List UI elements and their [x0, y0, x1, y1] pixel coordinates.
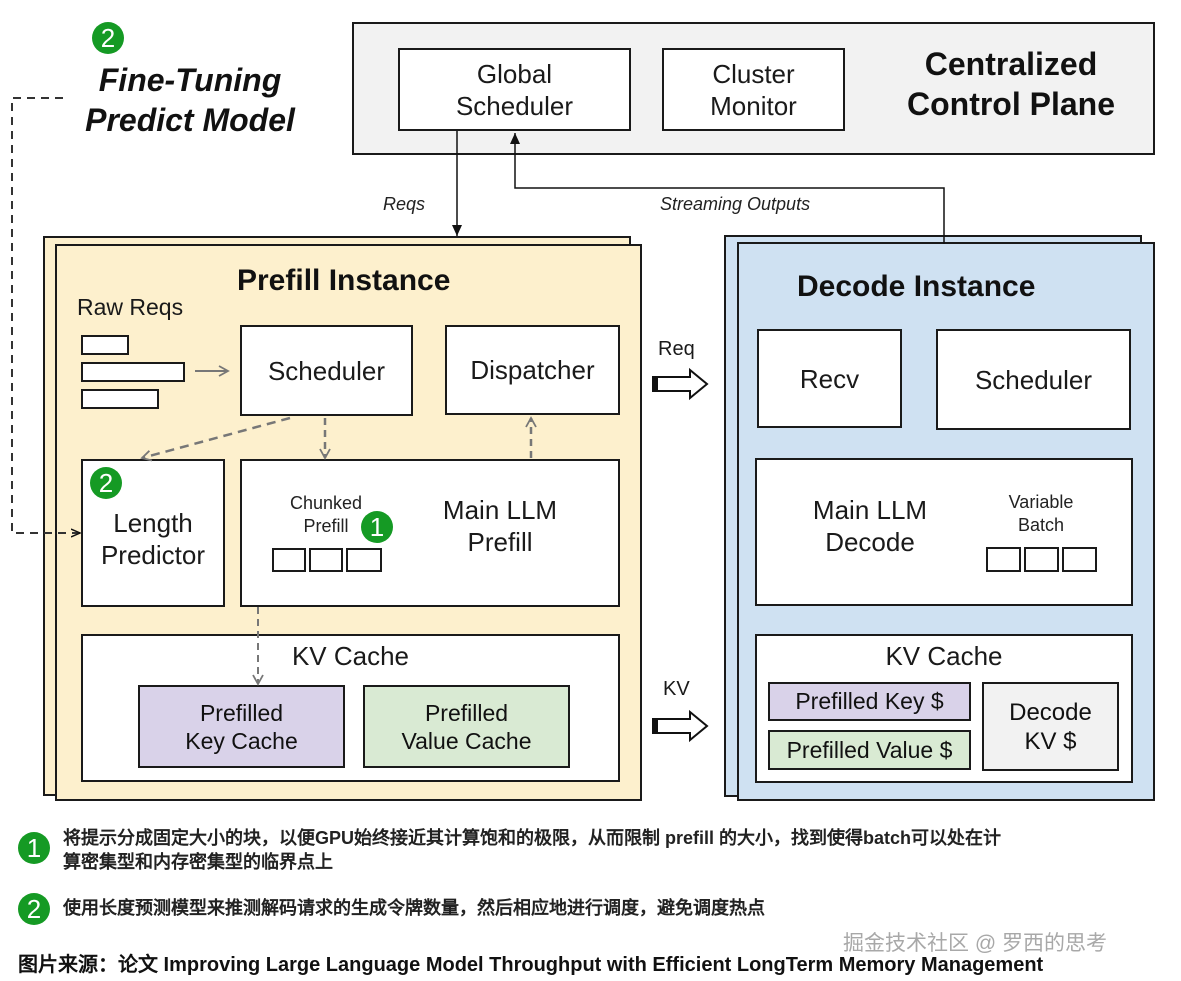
batch-block — [1024, 547, 1059, 572]
main-llm-prefill-line1: Main LLM — [442, 495, 558, 525]
value-cache-line1: Prefilled — [424, 699, 509, 726]
chunk-block — [272, 548, 306, 572]
source-text: Improving Large Language Model Throughpu… — [158, 954, 1044, 976]
key-cache-line2: Key Cache — [185, 727, 298, 754]
decode-kv-line2: KV $ — [1024, 727, 1077, 755]
source-prefix: 图片来源：论文 — [18, 954, 158, 976]
req-transfer-label: Req — [658, 338, 695, 360]
global-scheduler-line1: Global — [476, 58, 553, 89]
decode-kv-store[interactable]: Decode KV $ — [982, 682, 1119, 771]
recv-label: Recv — [799, 363, 860, 394]
length-predictor-line1: Length — [113, 508, 193, 538]
main-llm-decode-line2: Decode — [825, 527, 915, 557]
cluster-monitor-line1: Cluster — [712, 58, 795, 89]
control-plane-title-line2: Control Plane — [906, 86, 1115, 122]
prefilled-key-store-label: Prefilled Key $ — [795, 688, 944, 714]
prefilled-value-store[interactable]: Prefilled Value $ — [768, 730, 971, 770]
chunk-block — [309, 548, 343, 572]
chunked-prefill-label: Chunked Prefill — [270, 492, 382, 538]
note-1-line1: 将提示分成固定大小的块，以便GPU始终接近其计算饱和的极限，从而限制 prefi… — [63, 828, 1002, 848]
batch-block — [986, 547, 1021, 572]
raw-request — [81, 362, 185, 382]
main-llm-decode-line1: Main LLM — [812, 495, 928, 525]
prefill-scheduler-label: Scheduler — [267, 355, 386, 386]
kv-transfer-label: KV — [663, 678, 690, 700]
chunked-line2: Prefill — [303, 516, 349, 536]
decode-instance-title: Decode Instance — [797, 270, 1036, 303]
main-llm-decode[interactable] — [755, 458, 1133, 606]
variable-batch-label: Variable Batch — [985, 491, 1097, 537]
value-cache-line2: Value Cache — [401, 727, 532, 754]
control-plane-title: Centralized Control Plane — [880, 44, 1142, 124]
variable-line: Variable — [1008, 492, 1074, 512]
step-1-badge: 1 — [361, 511, 393, 543]
prefilled-key-cache[interactable]: Prefilled Key Cache — [138, 685, 345, 768]
req-transfer-arrow — [652, 367, 709, 401]
note-2-badge: 2 — [18, 893, 50, 925]
chunked-line1: Chunked — [289, 493, 363, 513]
key-cache-line1: Prefilled — [199, 699, 284, 726]
fine-tuning-label: Fine-Tuning Predict Model — [70, 60, 310, 140]
cluster-monitor-line2: Monitor — [710, 90, 797, 121]
chunk-block — [346, 548, 382, 572]
note-2-line1: 使用长度预测模型来推测解码请求的生成令牌数量，然后相应地进行调度，避免调度热点 — [63, 898, 765, 918]
main-llm-prefill-label: Main LLM Prefill — [420, 494, 580, 558]
raw-request — [81, 389, 159, 409]
note-1: 将提示分成固定大小的块，以便GPU始终接近其计算饱和的极限，从而限制 prefi… — [63, 826, 1001, 874]
batch-block — [1062, 547, 1097, 572]
watermark: 掘金技术社区 @ 罗西的思考 — [843, 932, 1107, 955]
decode-kv-cache-title: KV Cache — [885, 641, 1003, 671]
decode-scheduler[interactable]: Scheduler — [936, 329, 1131, 430]
prefilled-value-cache[interactable]: Prefilled Value Cache — [363, 685, 570, 768]
batch-line: Batch — [1017, 515, 1065, 535]
source-citation: 图片来源：论文 Improving Large Language Model T… — [18, 948, 1043, 977]
note-1-badge: 1 — [18, 832, 50, 864]
dispatcher-label: Dispatcher — [470, 355, 595, 385]
step-2-badge: 2 — [92, 22, 124, 54]
kv-transfer-arrow — [652, 709, 709, 743]
main-llm-decode-label: Main LLM Decode — [790, 494, 950, 558]
decode-kv-line1: Decode — [1009, 698, 1092, 726]
fine-tuning-line2: Predict Model — [85, 102, 295, 138]
control-plane-title-line1: Centralized — [924, 46, 1098, 82]
reqs-label: Reqs — [383, 194, 426, 214]
prefill-scheduler[interactable]: Scheduler — [240, 325, 413, 416]
prefilled-value-store-label: Prefilled Value $ — [786, 736, 953, 763]
global-scheduler-line2: Scheduler — [455, 90, 574, 121]
note-2: 使用长度预测模型来推测解码请求的生成令牌数量，然后相应地进行调度，避免调度热点 — [63, 896, 765, 920]
main-llm-prefill-line2: Prefill — [467, 527, 533, 557]
step-2-badge: 2 — [90, 467, 122, 499]
decode-scheduler-label: Scheduler — [974, 364, 1093, 395]
main-llm-prefill[interactable] — [240, 459, 620, 607]
dispatcher[interactable]: Dispatcher — [445, 325, 620, 415]
length-predictor-line2: Predictor — [100, 540, 206, 570]
recv[interactable]: Recv — [757, 329, 902, 428]
prefill-kv-cache-title: KV Cache — [291, 641, 410, 671]
global-scheduler[interactable]: Global Scheduler — [398, 48, 631, 131]
prefill-instance-title: Prefill Instance — [237, 264, 451, 297]
prefilled-key-store[interactable]: Prefilled Key $ — [768, 682, 971, 721]
streaming-outputs-label: Streaming Outputs — [660, 194, 811, 214]
cluster-monitor[interactable]: Cluster Monitor — [662, 48, 845, 131]
raw-reqs-label: Raw Reqs — [77, 294, 184, 320]
fine-tuning-line1: Fine-Tuning — [98, 62, 282, 98]
raw-request — [81, 335, 129, 355]
note-1-line2: 算密集型和内存密集型的临界点上 — [63, 852, 333, 872]
